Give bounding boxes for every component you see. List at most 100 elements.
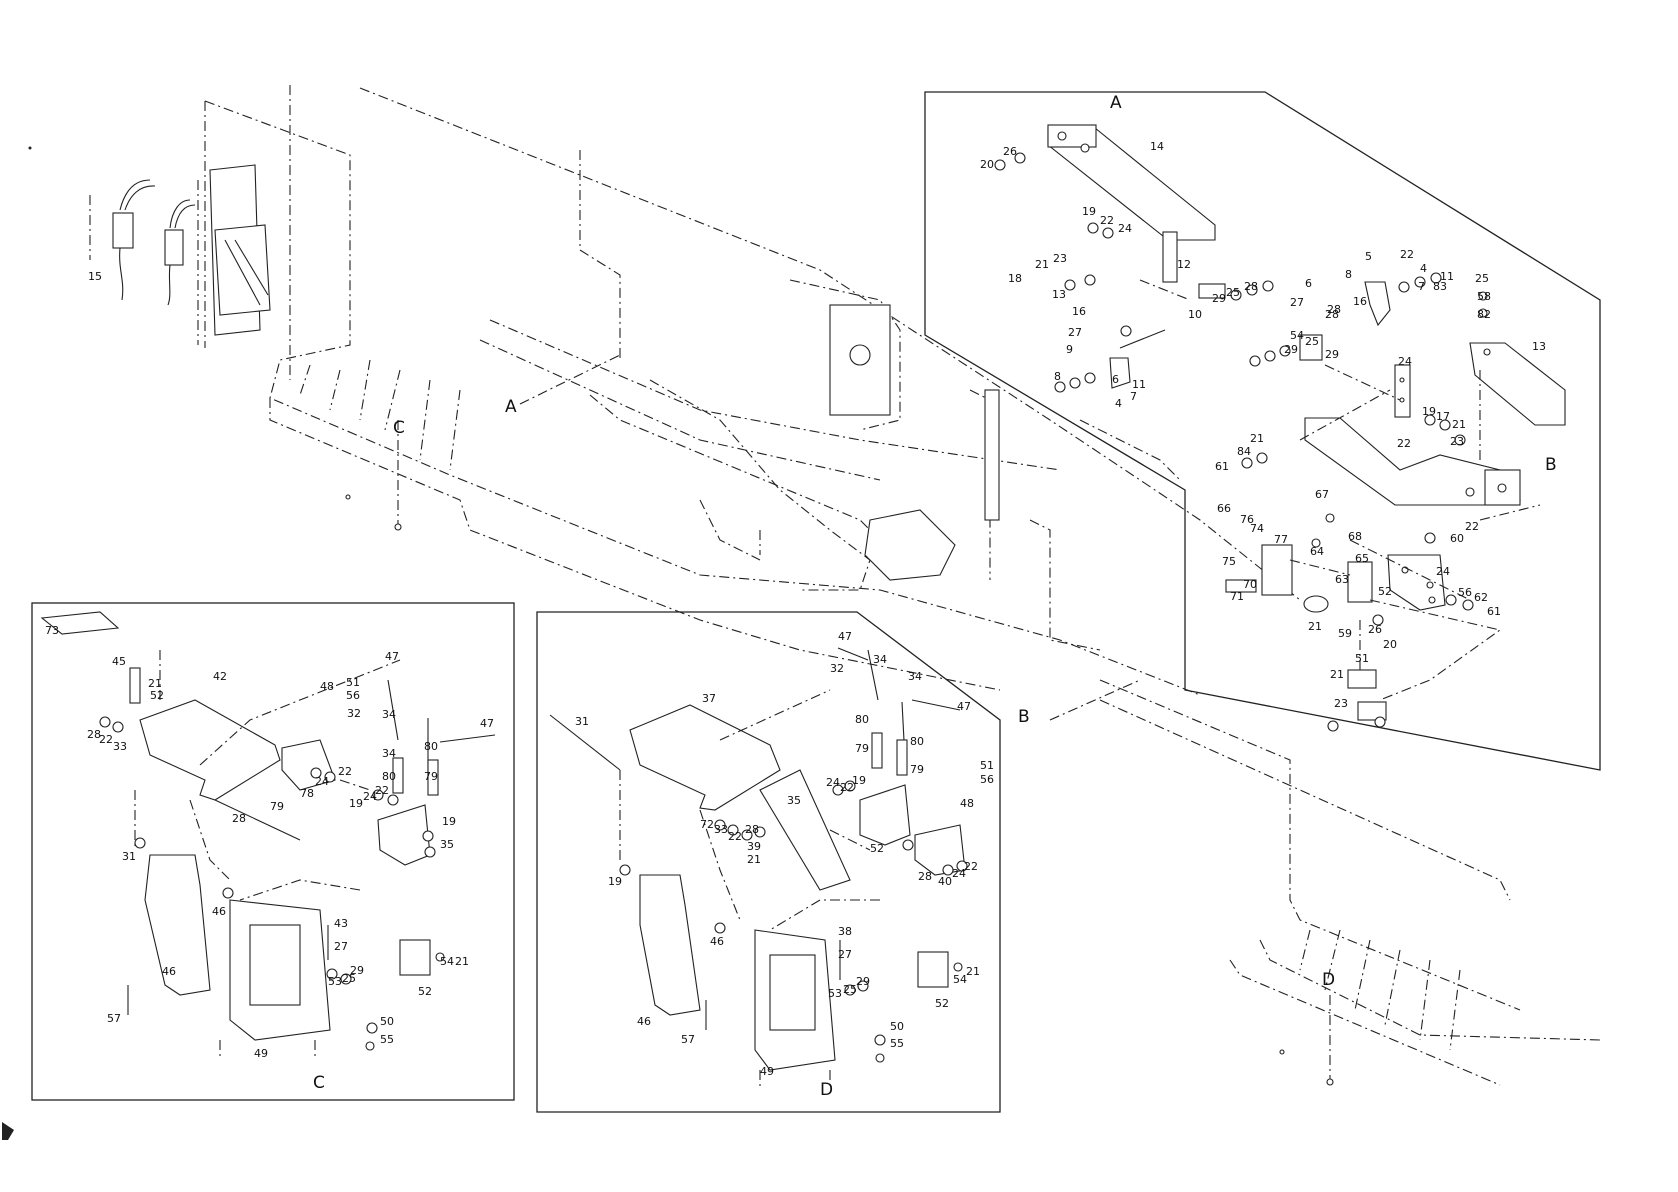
part-label: 74 (1250, 522, 1264, 535)
part-label: 5 (1365, 250, 1372, 263)
part-label: 20 (980, 158, 994, 171)
part-label: 77 (1274, 533, 1288, 546)
part-label: 24 (1398, 355, 1412, 368)
part-label: 52 (1378, 585, 1392, 598)
part-label: 56 (346, 689, 360, 702)
section-label: A (505, 397, 517, 417)
part-label: 68 (1348, 530, 1362, 543)
part-label: 27 (334, 940, 348, 953)
section-label: C (393, 418, 405, 438)
part-label: 46 (162, 965, 176, 978)
part-label: 54 (440, 955, 454, 968)
part-label: 38 (838, 925, 852, 938)
part-label: 80 (855, 713, 869, 726)
part-label: 51 (980, 759, 994, 772)
part-label: 58 (1477, 290, 1491, 303)
part-label: 26 (1003, 145, 1017, 158)
part-label: 6 (1112, 373, 1119, 386)
part-label: 39 (747, 840, 761, 853)
part-label: 48 (960, 797, 974, 810)
part-label: 25 (342, 972, 356, 985)
part-label: 20 (1383, 638, 1397, 651)
part-label: 79 (855, 742, 869, 755)
section-label: B (1018, 707, 1030, 727)
part-label: 56 (980, 773, 994, 786)
part-label: 70 (1243, 578, 1257, 591)
part-label: 28 (1327, 303, 1341, 316)
part-label: 47 (838, 630, 852, 643)
part-label: 55 (890, 1037, 904, 1050)
part-label: 16 (1072, 305, 1086, 318)
corner-mark (2, 1122, 14, 1140)
part-label: 67 (1315, 488, 1329, 501)
part-label: 22 (1400, 248, 1414, 261)
part-label: 12 (1177, 258, 1191, 271)
part-label: 16 (1353, 295, 1367, 308)
part-label: 23 (1334, 697, 1348, 710)
part-label: 21 (1250, 432, 1264, 445)
part-label: 9 (1066, 343, 1073, 356)
part-label: 13 (1532, 340, 1546, 353)
part-label: 55 (380, 1033, 394, 1046)
part-label: 21 (1035, 258, 1049, 271)
part-label: 29 (1325, 348, 1339, 361)
part-label: 27 (838, 948, 852, 961)
part-label: 57 (107, 1012, 121, 1025)
part-label: 25 (843, 983, 857, 996)
part-label: 54 (953, 973, 967, 986)
panel-upper-right-frame (924, 91, 1601, 771)
part-label: 61 (1487, 605, 1501, 618)
part-label: 82 (1477, 308, 1491, 321)
part-label: 27 (1068, 326, 1082, 339)
part-label: 29 (1284, 343, 1298, 356)
part-label: 46 (710, 935, 724, 948)
part-label: 54 (1290, 329, 1304, 342)
part-label: 25 (1226, 286, 1240, 299)
part-label: 75 (1222, 555, 1236, 568)
part-label: 7 (1418, 280, 1425, 293)
part-label: 43 (334, 917, 348, 930)
part-label: 32 (347, 707, 361, 720)
scan-dot (28, 146, 32, 150)
part-label: 37 (702, 692, 716, 705)
part-label: 22 (840, 781, 854, 794)
part-label: 24 (952, 867, 966, 880)
part-label: 14 (1150, 140, 1164, 153)
part-label: 51 (1355, 652, 1369, 665)
part-label: 28 (918, 870, 932, 883)
section-label: C (313, 1073, 325, 1093)
part-label: 72 (700, 818, 714, 831)
part-label: 22 (964, 860, 978, 873)
part-label: 29 (856, 975, 870, 988)
part-label: 4 (1420, 262, 1427, 275)
part-label: 49 (760, 1065, 774, 1078)
part-label: 34 (908, 670, 922, 683)
part-label: 23 (1450, 435, 1464, 448)
part-label: 64 (1310, 545, 1324, 558)
part-label: 26 (1368, 623, 1382, 636)
part-label: 22 (1465, 520, 1479, 533)
part-label: 24 (1118, 222, 1132, 235)
part-label: 19 (608, 875, 622, 888)
section-label: A (1110, 93, 1122, 113)
part-label: 22 (99, 733, 113, 746)
part-label: 66 (1217, 502, 1231, 515)
part-label: 51 (346, 676, 360, 689)
part-label: 57 (681, 1033, 695, 1046)
part-label: 31 (122, 850, 136, 863)
part-label: 28 (232, 812, 246, 825)
part-label: 63 (1335, 573, 1349, 586)
part-label: 50 (380, 1015, 394, 1028)
part-label: 46 (637, 1015, 651, 1028)
part-label: 46 (212, 905, 226, 918)
part-label: 52 (150, 689, 164, 702)
part-label: 4 (1115, 397, 1122, 410)
part-label: 21 (455, 955, 469, 968)
part-label: 73 (45, 624, 59, 637)
part-label: 17 (1436, 410, 1450, 423)
panel-lower-middle-frame (536, 611, 1001, 1113)
part-label: 53 (828, 987, 842, 1000)
part-label: 78 (300, 787, 314, 800)
